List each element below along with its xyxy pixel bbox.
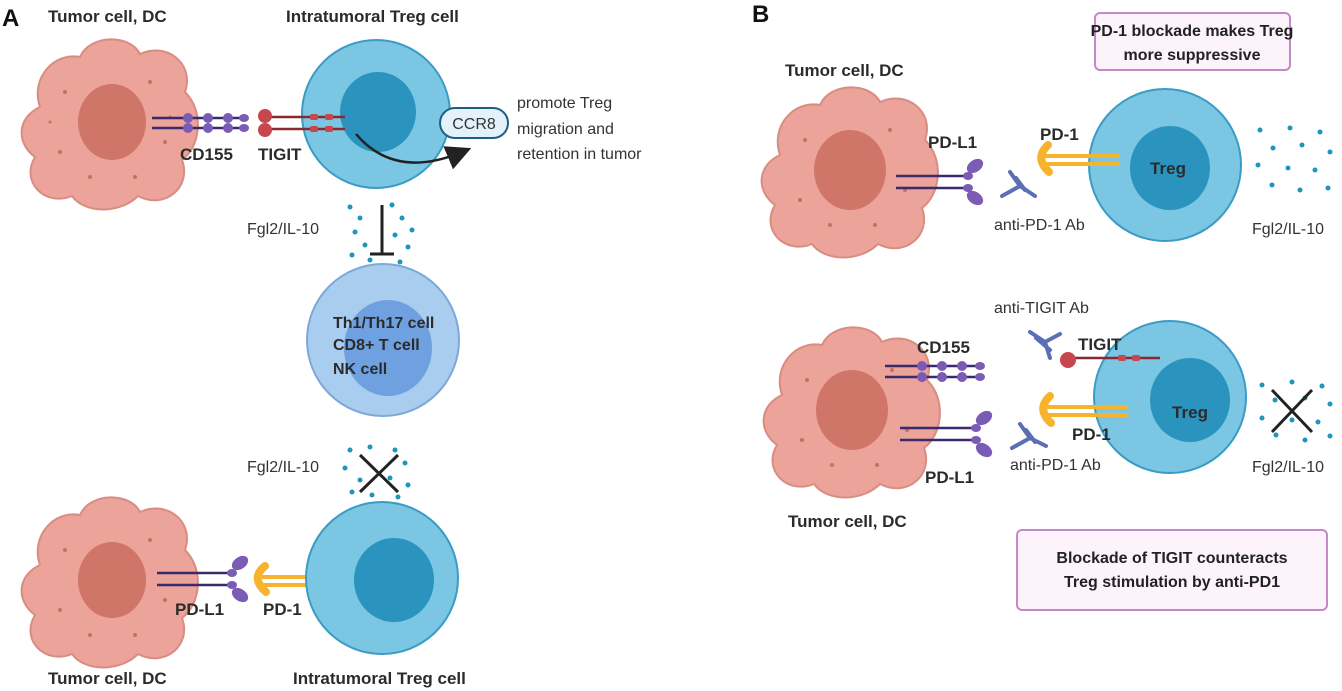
panel-a-effector-line-2: CD8+ T cell (333, 337, 420, 354)
panel-b-tigit-label: TIGIT (1078, 335, 1122, 354)
effector-nucleus (344, 300, 432, 396)
panel-b-tigit-receptor (1060, 352, 1160, 368)
panel-a-pd1-label: PD-1 (263, 600, 302, 619)
panel-b-callout-top-line-2: more suppressive (1124, 47, 1261, 64)
panel-b-cd155-receptor (885, 361, 985, 382)
panel-a: A Tumor cell, DC Intratumoral Treg cell … (2, 5, 642, 688)
panel-a-effector-line-3: NK cell (333, 361, 387, 378)
panel-b-bottom-treg-label: Treg (1172, 403, 1208, 422)
panel-a-bottom-tumor-cell (20, 496, 199, 669)
panel-b-letter: B (752, 1, 769, 28)
treg-nucleus (1150, 358, 1230, 442)
panel-b-top-pdl1-receptor (896, 158, 984, 206)
panel-a-top-tumor-cell (20, 38, 199, 211)
panel-a-cross-mark (358, 453, 400, 494)
panel-a-ccr8-note-1: promote Treg (517, 95, 612, 112)
tumor-nucleus (78, 542, 146, 618)
panel-b-anti-tigit-label: anti-TIGIT Ab (994, 300, 1089, 317)
panel-a-cytokine-label-top: Fgl2/IL-10 (247, 221, 319, 238)
tumor-nucleus (78, 84, 146, 160)
panel-a-bottom-tumor-label: Tumor cell, DC (48, 669, 167, 688)
panel-a-top-tumor-label: Tumor cell, DC (48, 7, 167, 26)
panel-a-bottom-treg-label: Intratumoral Treg cell (293, 669, 466, 688)
panel-a-inhibition-symbol (370, 205, 394, 256)
panel-b-bottom-pdl1-label: PD-L1 (925, 468, 974, 487)
panel-a-bottom-treg-cell (305, 501, 459, 655)
panel-a-cd155-label: CD155 (180, 145, 233, 164)
panel-b-anti-tigit-antibody (1028, 330, 1062, 360)
panel-b-top-ab-label: anti-PD-1 Ab (994, 217, 1085, 234)
panel-a-pdl1-label: PD-L1 (175, 600, 224, 619)
panel-a-letter: A (2, 5, 19, 32)
panel-b-cross-mark (1270, 388, 1314, 434)
panel-b-bottom-cytokine-label: Fgl2/IL-10 (1252, 459, 1324, 476)
tumor-nucleus (816, 370, 888, 450)
panel-b-bottom-cytokine-dots (1259, 379, 1333, 443)
panel-b-callout-bottom-line-1: Blockade of TIGIT counteracts (1056, 550, 1287, 567)
panel-b-top-cytokine-dots (1255, 125, 1333, 193)
panel-b-top-cytokine-label: Fgl2/IL-10 (1252, 221, 1324, 238)
treg-nucleus (354, 538, 434, 622)
panel-a-ccr8-note-2: migration and (517, 121, 614, 138)
panel-b-top-tumor-label: Tumor cell, DC (785, 61, 904, 80)
panel-a-cytokine-dots-top (347, 202, 415, 265)
panel-b-top-pdl1-label: PD-L1 (928, 133, 977, 152)
panel-a-pd1-receptor (253, 562, 334, 596)
panel-a-ccr8-label: CCR8 (452, 116, 496, 133)
panel-b-bottom-ab-label: anti-PD-1 Ab (1010, 457, 1101, 474)
panel-a-pdl1-receptor (157, 555, 249, 603)
panel-b-callout-bottom-line-2: Treg stimulation by anti-PD1 (1064, 574, 1280, 591)
panel-b-top-tumor-cell (760, 86, 939, 259)
panel-a-ccr8-note-3: retention in tumor (517, 146, 642, 163)
panel-a-effector-line-1: Th1/Th17 cell (333, 315, 434, 332)
panel-b-top-pd1-label: PD-1 (1040, 125, 1079, 144)
panel-b: B PD-1 blockade makes Treg more suppress… (752, 1, 1333, 611)
panel-a-cd155-receptor (152, 113, 249, 133)
panel-b-top-antibody (1000, 170, 1037, 198)
panel-a-ccr8-box: CCR8 (439, 107, 509, 139)
panel-b-bottom-pd1-label: PD-1 (1072, 425, 1111, 444)
panel-a-tigit-label: TIGIT (258, 145, 302, 164)
panel-b-top-treg-cell (1088, 88, 1242, 242)
panel-a-effector-cell (306, 263, 460, 417)
panel-b-top-pd1-receptor (1037, 141, 1120, 176)
panel-b-callout-bottom: Blockade of TIGIT counteracts Treg stimu… (1016, 529, 1328, 611)
panel-a-tigit-receptor (258, 109, 345, 137)
panel-b-cd155-label: CD155 (917, 338, 970, 357)
panel-a-cytokine-dots-bottom (342, 444, 411, 500)
panel-b-bottom-pd1-receptor (1039, 392, 1127, 427)
panel-b-bottom-tumor-cell (762, 326, 941, 499)
treg-nucleus (340, 72, 416, 152)
panel-a-top-treg-label: Intratumoral Treg cell (286, 7, 459, 26)
tumor-nucleus (814, 130, 886, 210)
panel-b-bottom-antibody (1010, 422, 1048, 450)
panel-b-bottom-pdl1-receptor (900, 410, 993, 458)
panel-a-ccr8-arrow (355, 133, 472, 170)
panel-b-bottom-tumor-label: Tumor cell, DC (788, 512, 907, 531)
panel-a-top-treg-cell (301, 39, 451, 189)
panel-b-top-treg-label: Treg (1150, 159, 1186, 178)
treg-nucleus (1130, 126, 1210, 210)
panel-b-callout-top-line-1: PD-1 blockade makes Treg (1091, 23, 1294, 40)
panel-b-callout-top: PD-1 blockade makes Treg more suppressiv… (1091, 12, 1294, 71)
panel-a-cytokine-label-bottom: Fgl2/IL-10 (247, 459, 319, 476)
